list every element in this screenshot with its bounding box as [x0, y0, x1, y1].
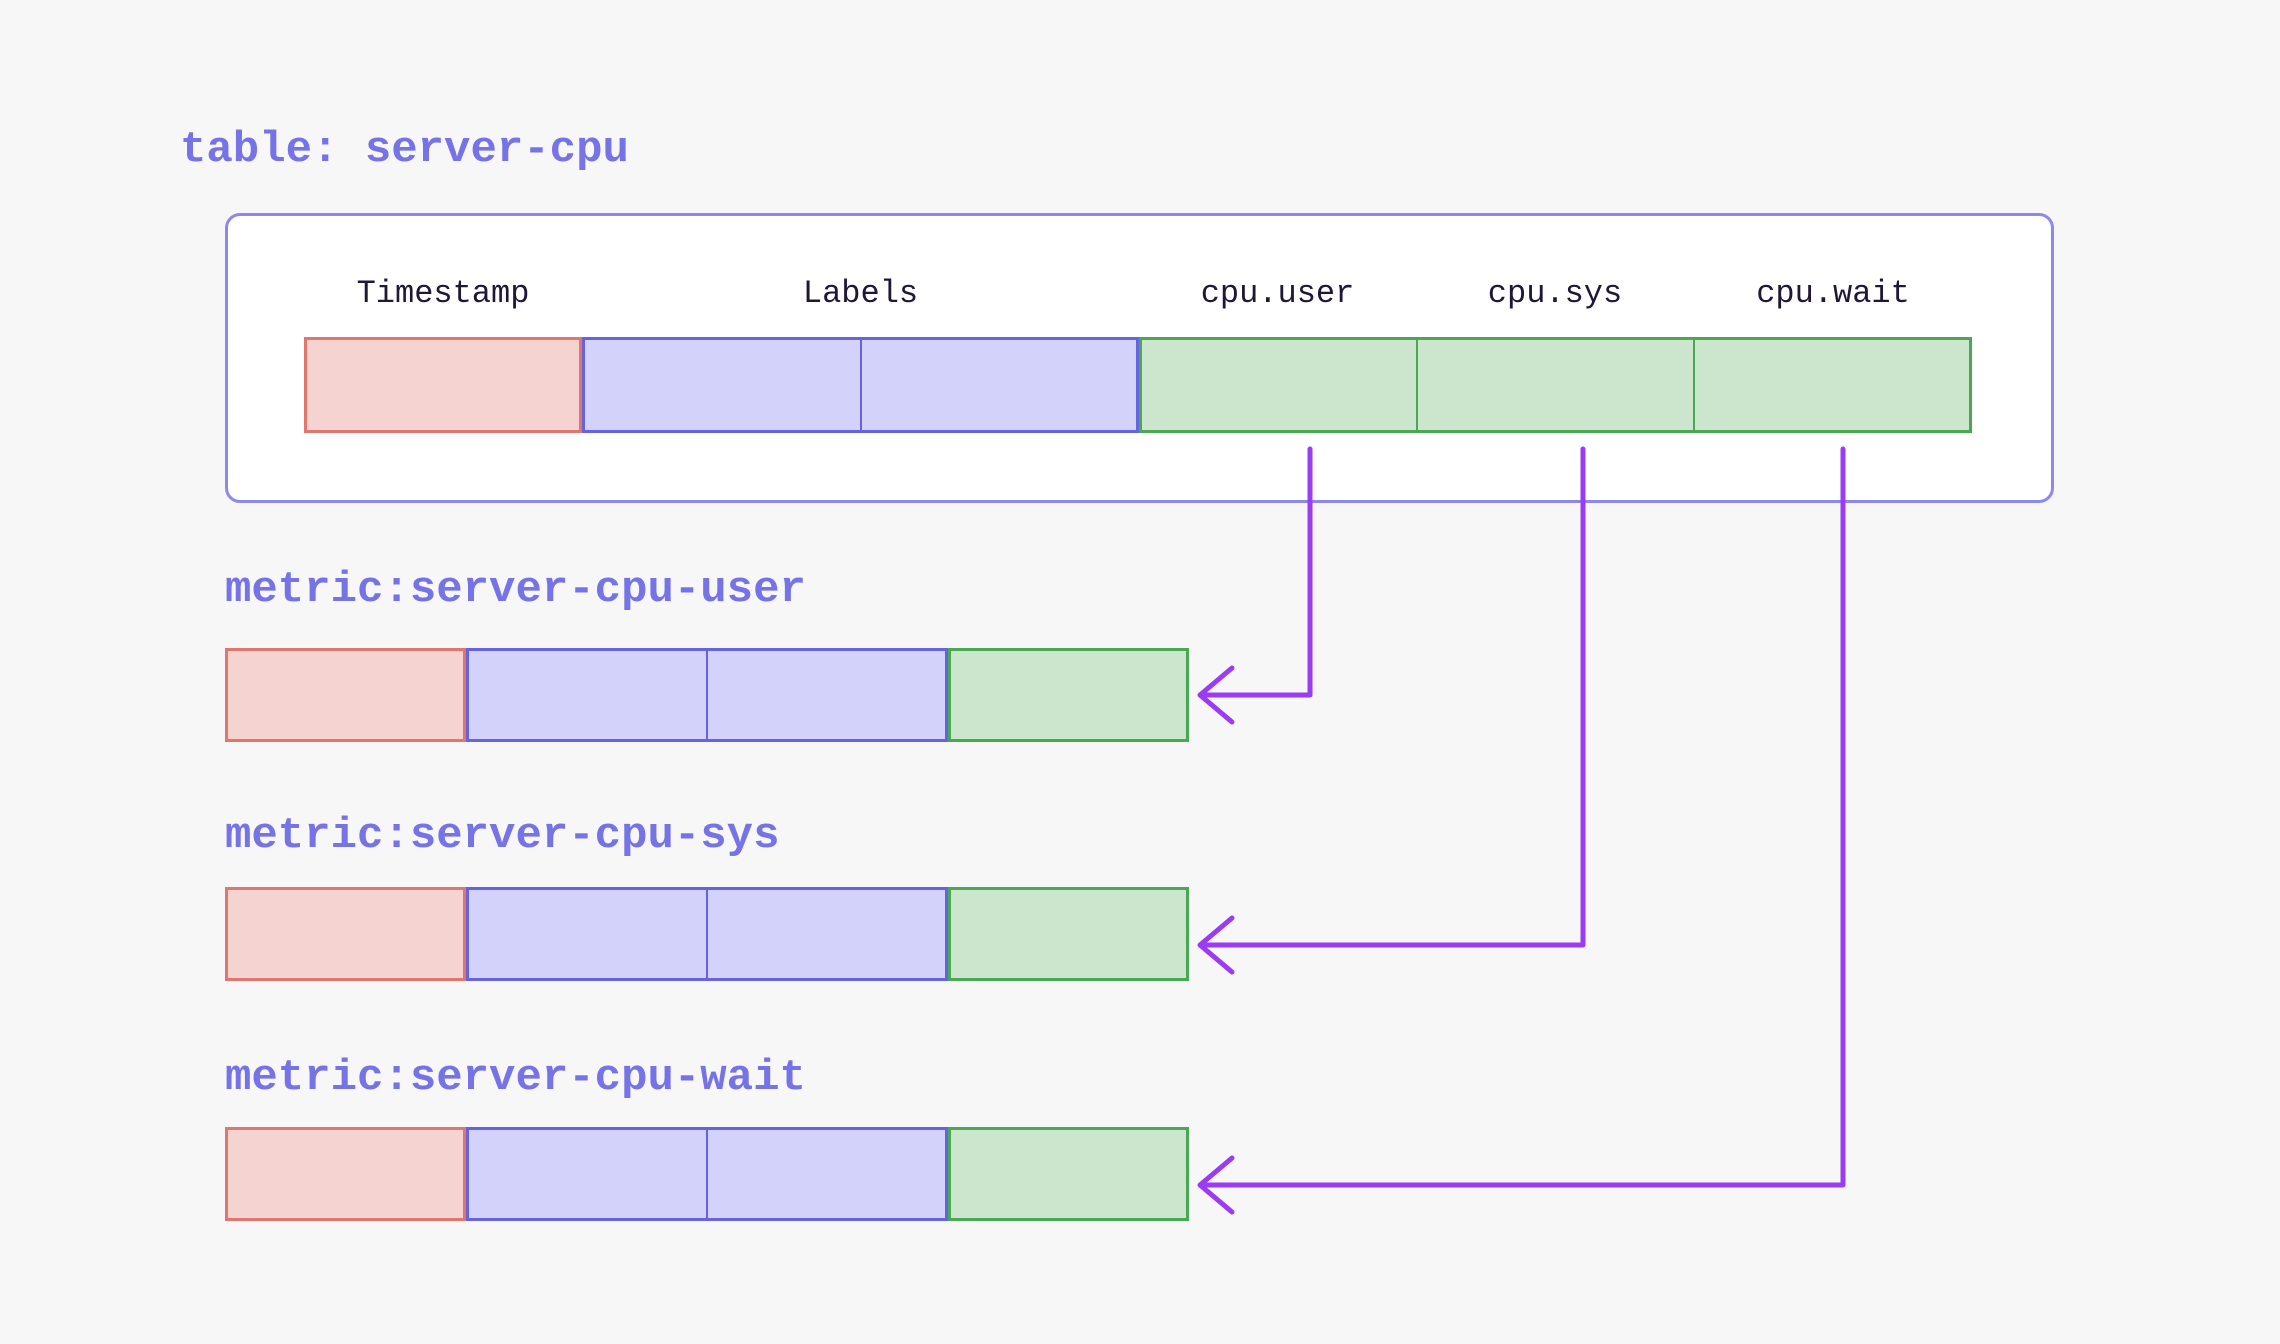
- metric-wait-cell-value: [948, 1127, 1189, 1221]
- table-cell-cpu-wait: [1692, 340, 1969, 430]
- arrow-left-icon: [1197, 1155, 1235, 1215]
- metric-user-cell-timestamp: [225, 648, 466, 742]
- metric-wait-cell-group-labels: [466, 1127, 948, 1221]
- table-cell-cpu-user: [1142, 340, 1416, 430]
- metric-wait-cell-label-1: [469, 1130, 706, 1218]
- table-cell-label-1: [585, 340, 860, 430]
- metric-sys-cell-group-labels: [466, 887, 948, 981]
- metric-wait-cell-timestamp: [225, 1127, 466, 1221]
- column-header-timestamp: Timestamp: [356, 275, 530, 312]
- table-cell-timestamp: [304, 337, 582, 433]
- column-header-cpu-sys: cpu.sys: [1487, 275, 1623, 312]
- table-cell-group-labels: [582, 337, 1139, 433]
- metric-sys-cell-label-1: [469, 890, 706, 978]
- arrow-cpu-wait-to-metric: [1197, 446, 1846, 1215]
- metric-label-server-cpu-user: metric:server-cpu-user: [225, 565, 806, 615]
- arrow-left-icon: [1197, 915, 1235, 975]
- metric-sys-cell-value: [948, 887, 1189, 981]
- arrow-cpu-sys-to-metric: [1197, 446, 1586, 975]
- metric-user-cell-group-labels: [466, 648, 948, 742]
- column-header-cpu-user: cpu.user: [1200, 275, 1355, 312]
- metric-user-cell-label-1: [469, 651, 706, 739]
- metric-label-server-cpu-sys: metric:server-cpu-sys: [225, 811, 780, 861]
- metric-label-server-cpu-wait: metric:server-cpu-wait: [225, 1053, 806, 1103]
- table-cell-label-2: [859, 340, 1137, 430]
- metric-user-cell-label-2: [706, 651, 945, 739]
- metric-wait-cell-label-2: [706, 1130, 945, 1218]
- metric-sys-cell-label-2: [706, 890, 945, 978]
- metric-sys-cell-timestamp: [225, 887, 466, 981]
- table-cell-cpu-sys: [1416, 340, 1692, 430]
- metric-user-cell-value: [948, 648, 1189, 742]
- arrow-left-icon: [1197, 665, 1235, 725]
- column-header-labels: Labels: [802, 275, 919, 312]
- column-header-cpu-wait: cpu.wait: [1756, 275, 1910, 312]
- table-cell-group-fields: [1139, 337, 1972, 433]
- table-title: table: server-cpu: [180, 125, 629, 175]
